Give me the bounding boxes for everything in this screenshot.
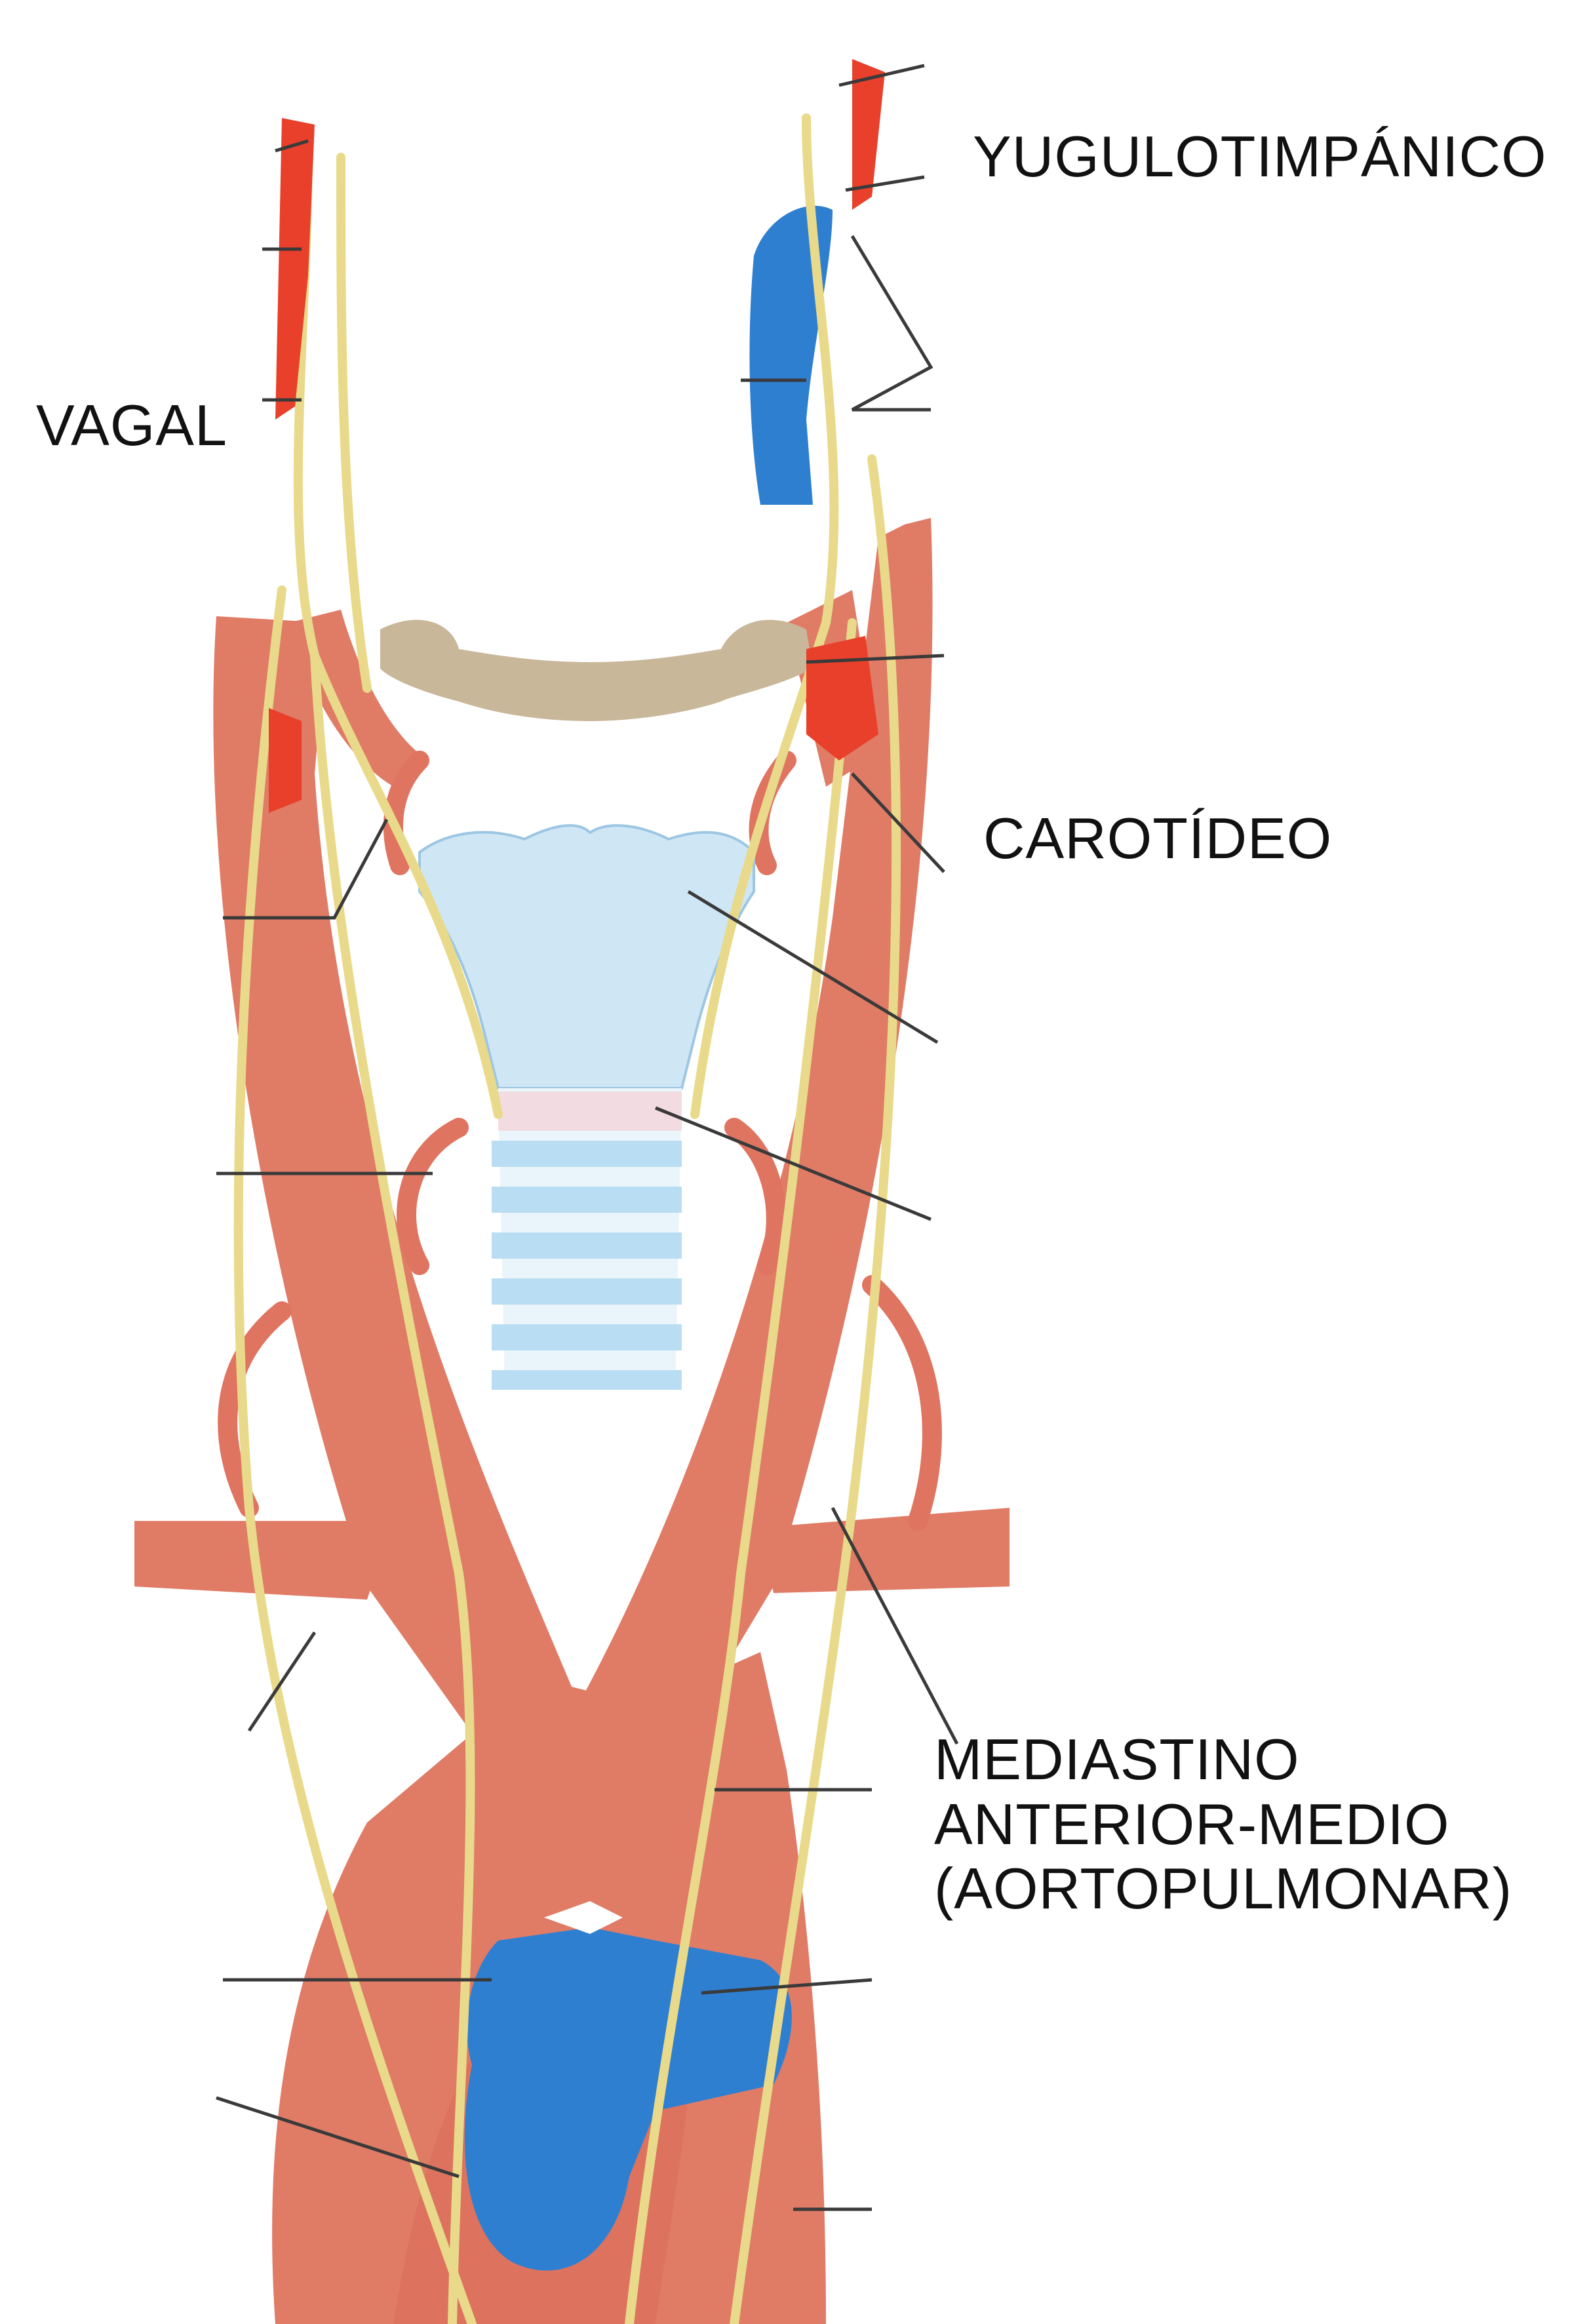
label-yugulotimpanico: YUGULOTIMPÁNICO bbox=[973, 125, 1547, 189]
subclavian-arteries bbox=[134, 1508, 1010, 1600]
trachea bbox=[492, 1088, 682, 1390]
label-vagal: VAGAL bbox=[36, 393, 227, 458]
label-mediastino-line2: ANTERIOR-MEDIO bbox=[934, 1792, 1512, 1857]
jugular-vein bbox=[749, 206, 833, 505]
label-carotideo: CAROTÍDEO bbox=[983, 806, 1332, 871]
label-mediastino-line3: (AORTOPULMONAR) bbox=[934, 1857, 1512, 1921]
label-mediastino-line1: MEDIASTINO bbox=[934, 1727, 1512, 1792]
hyoid-bone bbox=[380, 620, 813, 721]
label-mediastino: MEDIASTINO ANTERIOR-MEDIO (AORTOPULMONAR… bbox=[934, 1727, 1512, 1921]
